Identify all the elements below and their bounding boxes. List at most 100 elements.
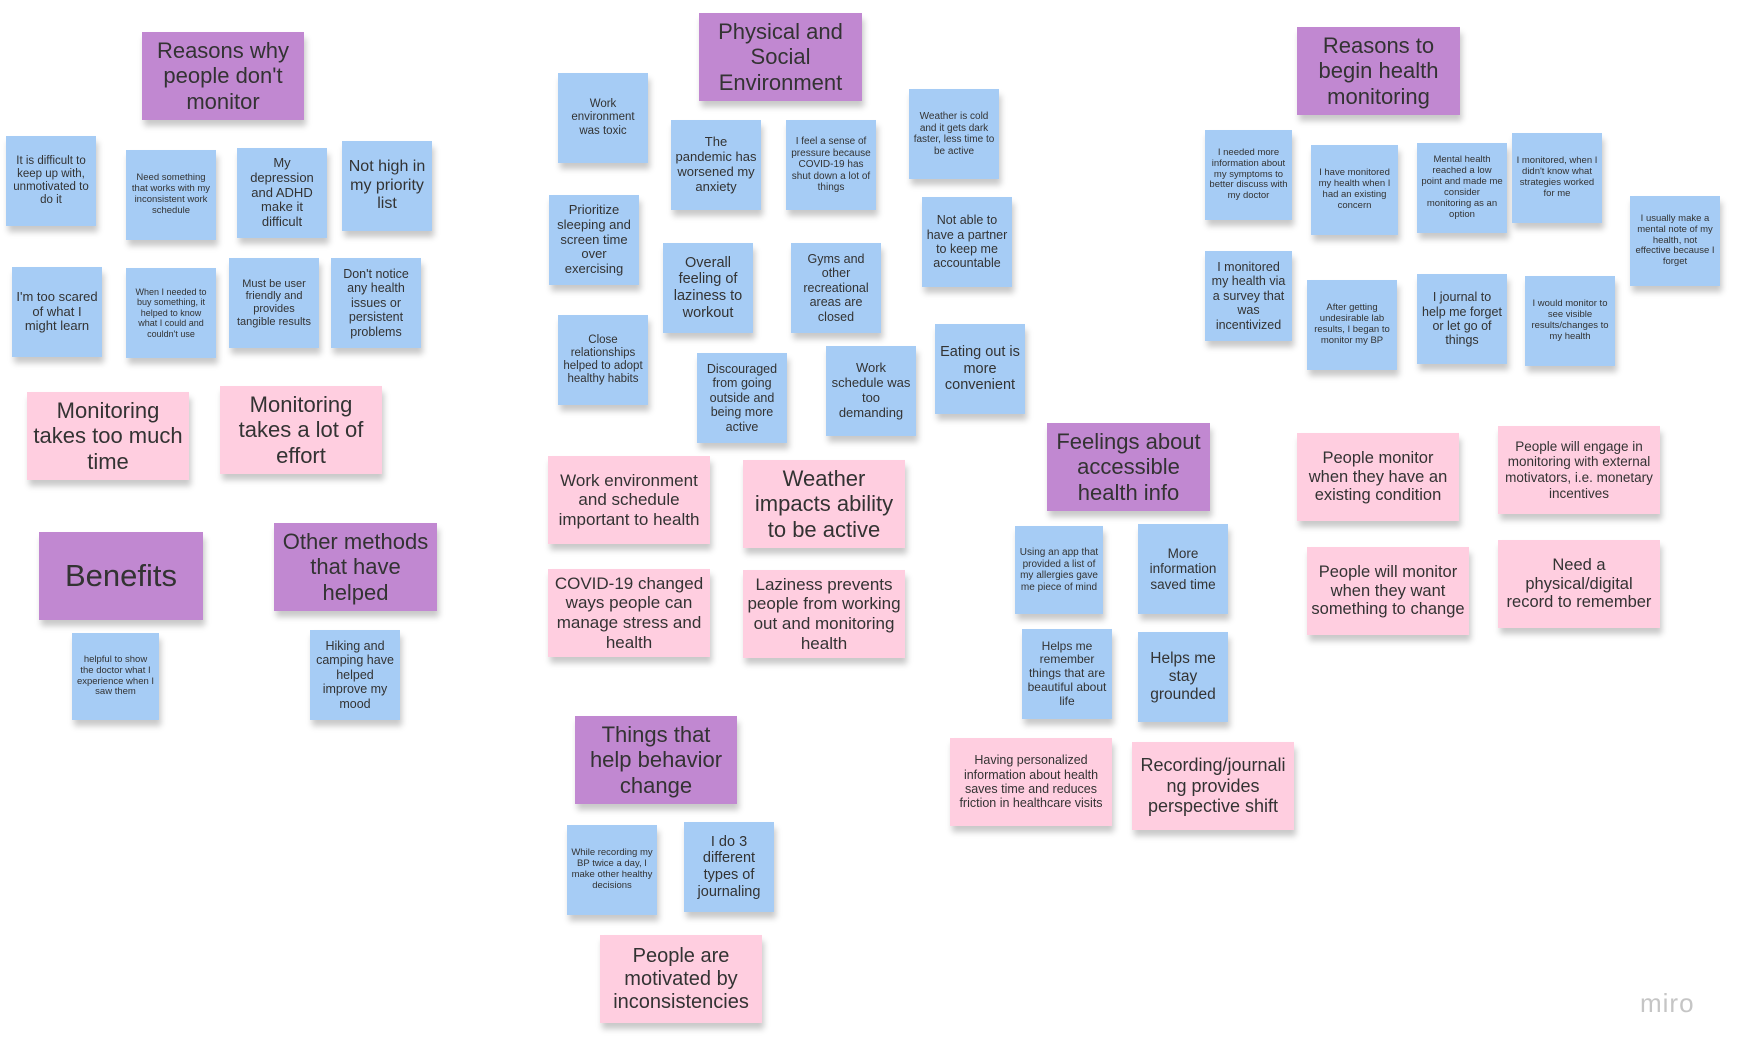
sticky-note[interactable]: Helps me stay grounded: [1138, 632, 1228, 722]
insight-text: Weather impacts ability to be active: [754, 466, 894, 542]
sticky-note[interactable]: Must be user friendly and provides tangi…: [229, 258, 319, 348]
sticky-note[interactable]: Using an app that provided a list of my …: [1015, 526, 1103, 614]
sticky-note-text: Not able to have a partner to keep me ac…: [926, 213, 1008, 271]
sticky-note[interactable]: Helps me remember things that are beauti…: [1022, 629, 1112, 719]
sticky-note[interactable]: My depression and ADHD make it difficult: [237, 148, 327, 238]
insight-text: Work environment and schedule important …: [558, 470, 700, 529]
sticky-note[interactable]: I monitored, when I didn't know what str…: [1512, 133, 1602, 223]
insight-note[interactable]: Work environment and schedule important …: [548, 456, 710, 544]
header-reasons-dont-monitor[interactable]: Reasons why people don't monitor: [142, 32, 304, 120]
sticky-note[interactable]: More information saved time: [1138, 524, 1228, 614]
insight-note[interactable]: People will monitor when they want somet…: [1307, 547, 1469, 635]
sticky-note-text: Work schedule was too demanding: [831, 360, 911, 420]
sticky-note[interactable]: Mental health reached a low point and ma…: [1417, 143, 1507, 233]
sticky-note[interactable]: helpful to show the doctor what I experi…: [72, 633, 159, 720]
sticky-note[interactable]: When I needed to buy something, it helpe…: [126, 268, 216, 358]
header-accessible-info[interactable]: Feelings about accessible health info: [1047, 423, 1210, 511]
header-other-methods[interactable]: Other methods that have helped: [274, 523, 437, 611]
sticky-note[interactable]: Close relationships helped to adopt heal…: [558, 315, 648, 405]
sticky-note[interactable]: I'm too scared of what I might learn: [12, 267, 102, 357]
insight-text: COVID-19 changed ways people can manage …: [554, 573, 704, 652]
sticky-note-text: Mental health reached a low point and ma…: [1421, 154, 1503, 220]
sticky-note[interactable]: I journal to help me forget or let go of…: [1417, 274, 1507, 364]
sticky-note-text: Weather is cold and it gets dark faster,…: [913, 111, 995, 157]
sticky-note[interactable]: Don't notice any health issues or persis…: [331, 258, 421, 348]
sticky-note-text: Don't notice any health issues or persis…: [343, 267, 409, 339]
header-label: Physical and Social Environment: [718, 19, 843, 95]
sticky-note-text: After getting undesirable lab results, I…: [1314, 302, 1390, 346]
insight-note[interactable]: Monitoring takes a lot of effort: [220, 386, 382, 474]
header-label: Benefits: [64, 558, 177, 594]
insight-text: Need a physical/digital record to rememb…: [1506, 555, 1652, 612]
sticky-note[interactable]: Not high in my priority list: [342, 141, 432, 231]
sticky-note[interactable]: I have monitored my health when I had an…: [1311, 145, 1398, 235]
sticky-note-text: Close relationships helped to adopt heal…: [563, 333, 643, 386]
header-reasons-begin[interactable]: Reasons to begin health monitoring: [1297, 27, 1460, 115]
sticky-note[interactable]: Work schedule was too demanding: [826, 346, 916, 436]
sticky-note[interactable]: I needed more information about my sympt…: [1205, 130, 1292, 220]
sticky-note[interactable]: Eating out is more convenient: [935, 324, 1025, 414]
sticky-note-text: I feel a sense of pressure because COVID…: [791, 136, 871, 194]
sticky-note[interactable]: Weather is cold and it gets dark faster,…: [909, 89, 999, 179]
sticky-note[interactable]: Not able to have a partner to keep me ac…: [922, 197, 1012, 287]
sticky-note[interactable]: Overall feeling of laziness to workout: [663, 243, 753, 333]
header-benefits[interactable]: Benefits: [39, 532, 203, 620]
header-label: Feelings about accessible health info: [1056, 429, 1201, 505]
insight-note[interactable]: People monitor when they have an existin…: [1297, 433, 1459, 521]
sticky-note[interactable]: I do 3 different types of journaling: [684, 822, 774, 912]
sticky-note-text: Prioritize sleeping and screen time over…: [557, 201, 631, 277]
insight-note[interactable]: Having personalized information about he…: [950, 738, 1112, 826]
sticky-note[interactable]: While recording my BP twice a day, I mak…: [567, 825, 657, 915]
sticky-note-text: I journal to help me forget or let go of…: [1422, 290, 1502, 348]
insight-text: People will monitor when they want somet…: [1311, 562, 1465, 619]
sticky-note-text: I do 3 different types of journaling: [697, 833, 761, 900]
insight-text: People will engage in monitoring with ex…: [1505, 438, 1653, 501]
sticky-note-text: I would monitor to see visible results/c…: [1531, 298, 1609, 342]
header-label: Reasons to begin health monitoring: [1318, 33, 1439, 109]
sticky-note[interactable]: After getting undesirable lab results, I…: [1307, 280, 1397, 370]
sticky-note[interactable]: Discouraged from going outside and being…: [697, 353, 787, 443]
insight-note[interactable]: Laziness prevents people from working ou…: [743, 570, 905, 658]
sticky-note-text: I have monitored my health when I had an…: [1318, 167, 1391, 211]
sticky-note-text: Must be user friendly and provides tangi…: [237, 277, 311, 328]
insight-note[interactable]: COVID-19 changed ways people can manage …: [548, 569, 710, 657]
sticky-note-text: Using an app that provided a list of my …: [1019, 547, 1099, 593]
header-behavior-change[interactable]: Things that help behavior change: [575, 716, 737, 804]
header-physical-social[interactable]: Physical and Social Environment: [699, 13, 862, 101]
sticky-note-text: The pandemic has worsened my anxiety: [675, 134, 757, 194]
sticky-note[interactable]: Prioritize sleeping and screen time over…: [549, 195, 639, 285]
sticky-note-text: I'm too scared of what I might learn: [16, 288, 98, 334]
insight-note[interactable]: Recording/journaling provides perspectiv…: [1132, 742, 1294, 830]
sticky-note[interactable]: I would monitor to see visible results/c…: [1525, 276, 1615, 366]
sticky-note[interactable]: Need something that works with my incons…: [126, 150, 216, 240]
sticky-note[interactable]: I usually make a mental note of my healt…: [1630, 196, 1720, 286]
sticky-note-text: Eating out is more convenient: [940, 343, 1020, 394]
insight-note[interactable]: Weather impacts ability to be active: [743, 460, 905, 548]
sticky-note-text: Gyms and other recreational areas are cl…: [803, 252, 869, 324]
header-label: Reasons why people don't monitor: [156, 38, 290, 114]
sticky-note[interactable]: I feel a sense of pressure because COVID…: [786, 120, 876, 210]
sticky-note[interactable]: Hiking and camping have helped improve m…: [310, 630, 400, 720]
sticky-note-text: Work environment was toxic: [571, 98, 635, 137]
sticky-note[interactable]: I monitored my health via a survey that …: [1205, 251, 1292, 341]
sticky-note[interactable]: Work environment was toxic: [558, 73, 648, 163]
sticky-note-text: Discouraged from going outside and being…: [706, 362, 778, 434]
sticky-note-text: My depression and ADHD make it difficult: [250, 154, 314, 230]
insight-note[interactable]: Monitoring takes too much time: [27, 392, 189, 480]
sticky-note[interactable]: The pandemic has worsened my anxiety: [671, 120, 761, 210]
sticky-note-text: I monitored my health via a survey that …: [1211, 260, 1286, 332]
sticky-note-text: Hiking and camping have helped improve m…: [316, 639, 394, 711]
sticky-note-text: Need something that works with my incons…: [131, 172, 211, 216]
sticky-note[interactable]: It is difficult to keep up with, unmotiv…: [6, 136, 96, 226]
insight-text: Monitoring takes too much time: [33, 398, 183, 474]
insight-note[interactable]: Need a physical/digital record to rememb…: [1498, 540, 1660, 628]
insight-note[interactable]: People are motivated by inconsistencies: [600, 935, 762, 1023]
insight-text: Recording/journaling provides perspectiv…: [1140, 754, 1286, 817]
insight-text: People are motivated by inconsistencies: [613, 944, 749, 1013]
insight-text: People monitor when they have an existin…: [1308, 448, 1448, 505]
insight-note[interactable]: People will engage in monitoring with ex…: [1498, 426, 1660, 514]
sticky-note[interactable]: Gyms and other recreational areas are cl…: [791, 243, 881, 333]
sticky-note-text: I monitored, when I didn't know what str…: [1516, 155, 1598, 199]
sticky-note-text: Helps me stay grounded: [1150, 650, 1216, 703]
